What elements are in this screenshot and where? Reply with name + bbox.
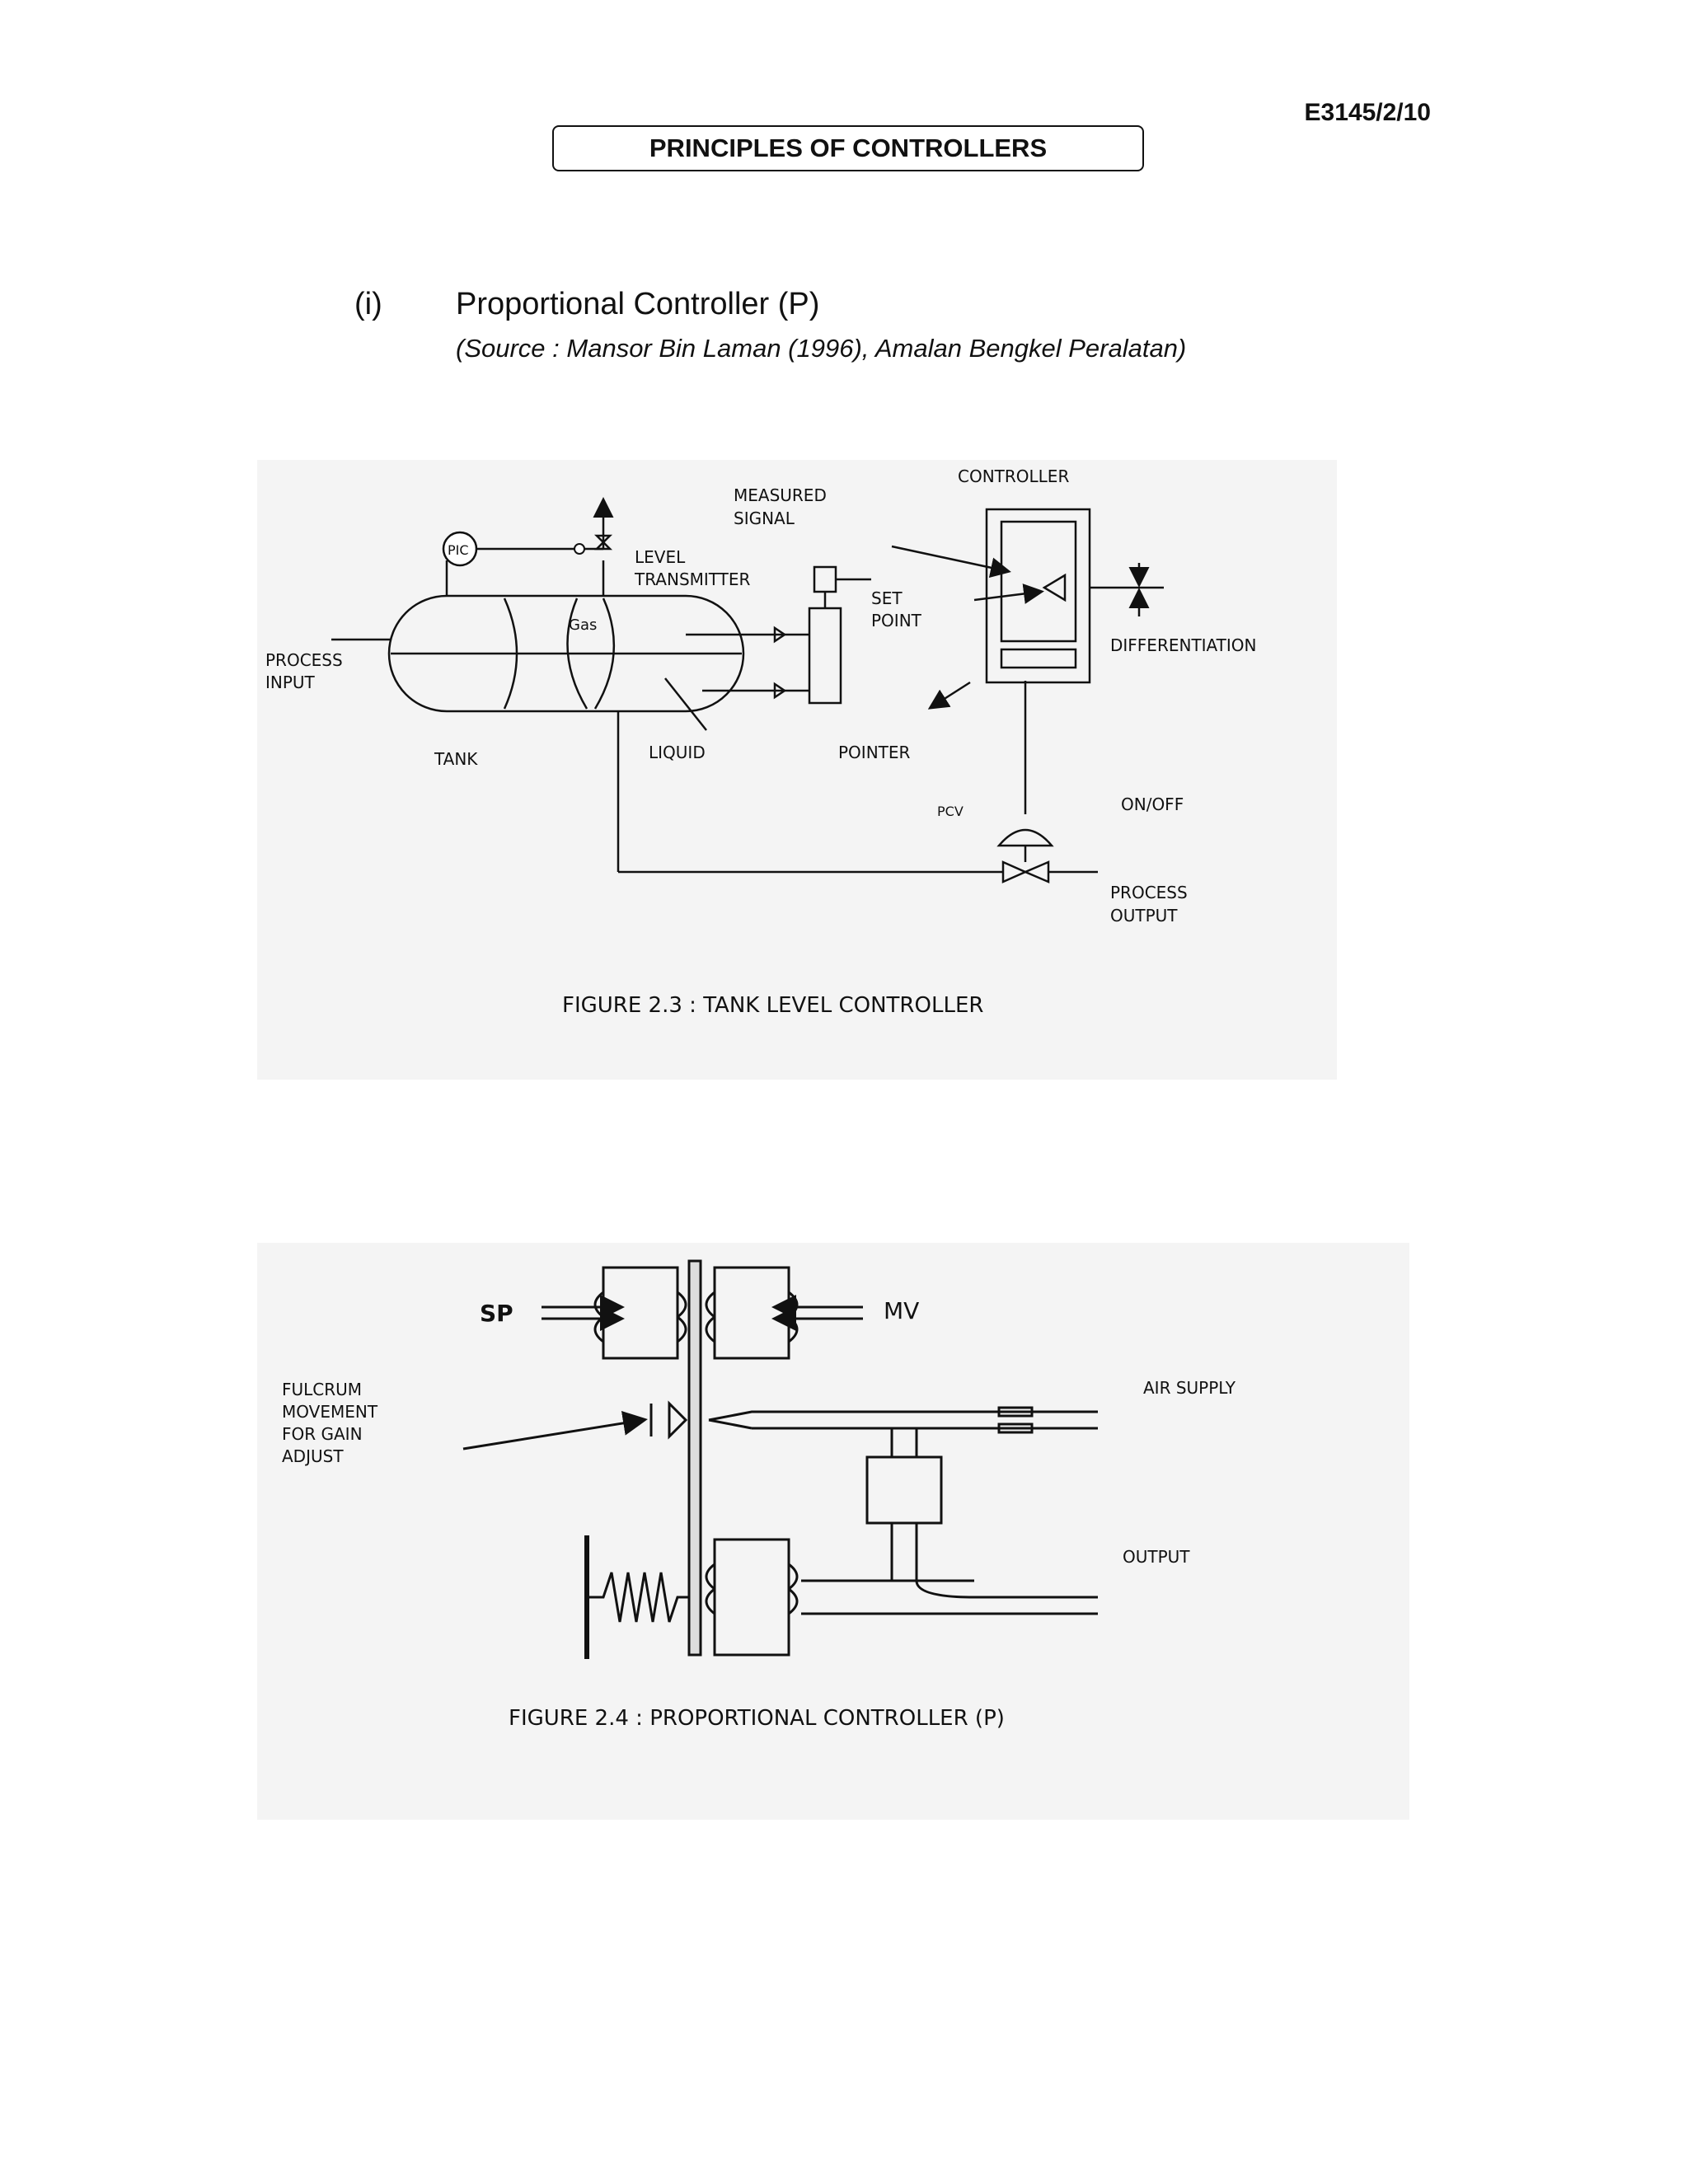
source-citation: (Source : Mansor Bin Laman (1996), Amala… [456,334,1187,363]
label-fulcrum-4: ADJUST [282,1446,344,1466]
control-valve-icon [1001,860,1050,883]
label-process-output-2: OUTPUT [1110,906,1178,926]
feedback-bellows-icon [705,1538,799,1657]
label-output: OUTPUT [1123,1547,1190,1567]
spring-icon [587,1572,689,1623]
label-fulcrum-2: MOVEMENT [282,1402,378,1422]
label-pointer: POINTER [838,743,911,762]
tank-break-left [503,598,518,710]
tank-shape [387,594,745,713]
mv-bellows-icon [705,1266,799,1360]
header-title-box: PRINCIPLES OF CONTROLLERS [552,125,1144,171]
header-title: PRINCIPLES OF CONTROLLERS [649,134,1048,162]
label-measured-signal-1: MEASURED [734,485,827,505]
label-on-off: ON/OFF [1121,794,1184,814]
controller-body [985,508,1091,684]
label-pcv: PCV [937,804,964,819]
label-differentiation: DIFFERENTIATION [1110,635,1257,655]
valve-actuator [996,828,1054,847]
proportional-controller-diagram: SP MV FULCRUM MOVEMENT FOR GAIN ADJUST A… [282,1259,1236,1731]
figure-tank-level-controller: PIC Gas MEASURED SIGNAL CONTROLLER LEVEL… [257,460,1337,1080]
figure-2-4-caption: FIGURE 2.4 : PROPORTIONAL CONTROLLER (P) [509,1706,1005,1731]
label-air-supply: AIR SUPPLY [1143,1378,1236,1398]
label-process-input-1: PROCESS [265,650,343,670]
pic-instrument-icon [442,531,478,567]
label-process-output-1: PROCESS [1110,883,1188,902]
level-transmitter-body [808,607,842,705]
controller-pointer-icon [1042,573,1067,602]
vent-valve-icon [593,534,613,551]
label-process-input-2: INPUT [265,673,316,692]
label-measured-signal-2: SIGNAL [734,509,795,528]
lever-beam [687,1259,702,1657]
pneumatic-relay [865,1455,943,1525]
label-controller: CONTROLLER [958,466,1069,486]
label-sp: SP [480,1300,513,1327]
figure-proportional-controller: SP MV FULCRUM MOVEMENT FOR GAIN ADJUST A… [257,1243,1409,1820]
sp-bellows-icon [593,1266,687,1360]
section-number: (i) [354,287,382,321]
label-set-point-2: POINT [871,611,922,630]
fulcrum-icon [668,1400,688,1440]
section-title: Proportional Controller (P) [456,287,820,321]
document-code: E3145/2/10 [1304,99,1431,126]
figure-2-3-caption: FIGURE 2.3 : TANK LEVEL CONTROLLER [562,993,983,1018]
label-level-transmitter-1: LEVEL [635,547,686,567]
label-set-point-1: SET [871,588,903,608]
label-liquid: LIQUID [649,743,706,762]
label-level-transmitter-2: TRANSMITTER [634,569,751,589]
transmitter-head [813,565,837,593]
nozzle [708,1410,1098,1430]
label-fulcrum-3: FOR GAIN [282,1424,363,1444]
label-gas: Gas [569,616,597,634]
label-pic: PIC [448,542,469,558]
label-mv: MV [884,1297,919,1324]
label-fulcrum-1: FULCRUM [282,1380,362,1399]
tank-level-diagram: PIC Gas MEASURED SIGNAL CONTROLLER LEVEL… [265,466,1257,1018]
label-tank: TANK [434,749,478,769]
